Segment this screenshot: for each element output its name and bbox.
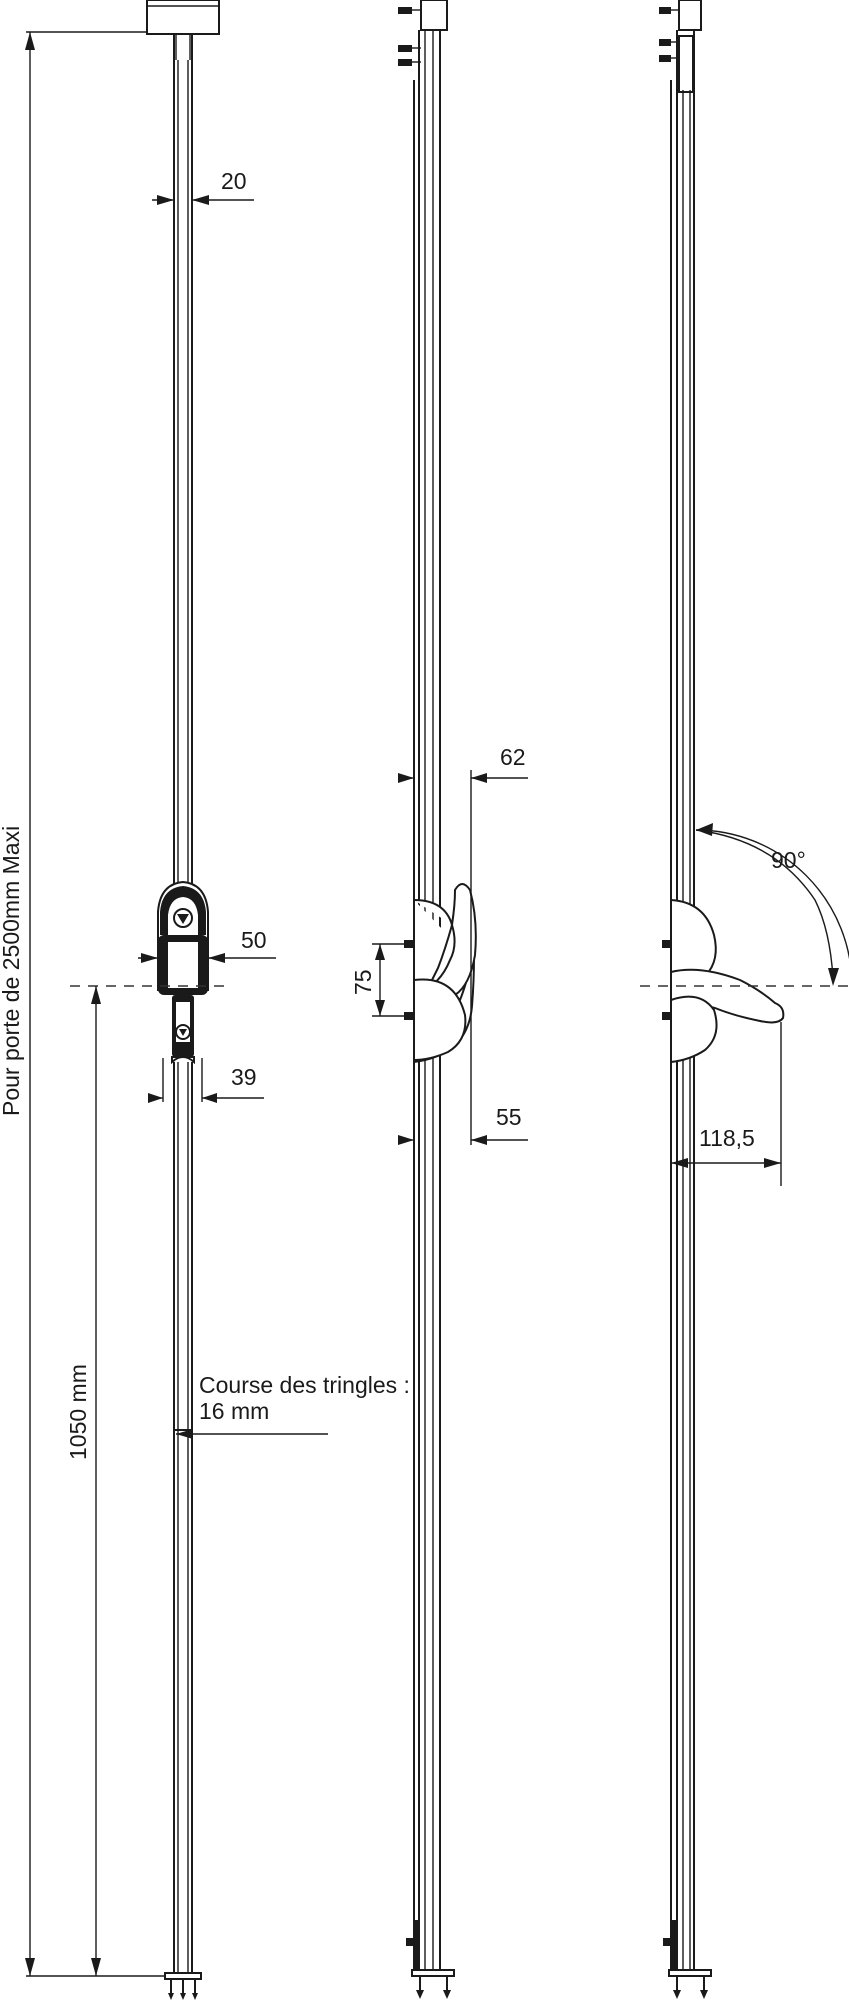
side-view-open: 90° 118,5 bbox=[640, 0, 849, 1999]
front-bottom-foot bbox=[164, 1972, 202, 2000]
stroke-label-line1: Course des tringles : bbox=[199, 1372, 410, 1398]
front-handle bbox=[157, 880, 209, 1065]
front-rod-lower bbox=[173, 1062, 193, 1975]
total-height-dimension bbox=[25, 31, 165, 1977]
base-width-dimension bbox=[148, 1058, 264, 1103]
front-view: Pour porte de 2500mm Maxi 1050 mm 20 50 bbox=[0, 0, 410, 2000]
total-height-label: Pour porte de 2500mm Maxi bbox=[0, 826, 24, 1116]
open-handle bbox=[662, 898, 785, 1064]
front-rod-upper bbox=[173, 34, 193, 890]
side-handle-height-dimension bbox=[372, 943, 414, 1017]
open-projection-dimension bbox=[671, 1022, 782, 1186]
side-top-guide bbox=[398, 0, 448, 66]
side-handle bbox=[404, 883, 477, 1064]
base-width-label: 39 bbox=[231, 1064, 257, 1090]
side-depth-bottom-dimension bbox=[398, 1135, 528, 1145]
open-top-guide bbox=[659, 0, 702, 93]
handle-height-label: 1050 mm bbox=[65, 1364, 91, 1460]
side-handle-height-label: 75 bbox=[350, 969, 376, 995]
side-depth-top-label: 62 bbox=[500, 744, 526, 770]
open-projection-label: 118,5 bbox=[699, 1125, 755, 1151]
rod-width-label: 20 bbox=[221, 168, 247, 194]
handle-width-dimension bbox=[138, 953, 276, 963]
rod-width-dimension bbox=[152, 195, 254, 205]
handle-height-dimension bbox=[70, 985, 230, 1976]
side-view-closed: 62 75 55 bbox=[350, 0, 528, 1999]
side-depth-top-dimension bbox=[398, 770, 528, 1145]
front-top-guide bbox=[146, 0, 220, 35]
rotation-angle-dimension bbox=[695, 823, 849, 986]
open-bottom-foot bbox=[663, 1920, 712, 1999]
stroke-leader bbox=[176, 1429, 328, 1439]
stroke-label-line2: 16 mm bbox=[199, 1398, 269, 1424]
rotation-angle-label: 90° bbox=[771, 847, 806, 873]
handle-width-label: 50 bbox=[241, 927, 267, 953]
side-bottom-foot bbox=[406, 1920, 455, 1999]
side-depth-bottom-label: 55 bbox=[496, 1104, 522, 1130]
